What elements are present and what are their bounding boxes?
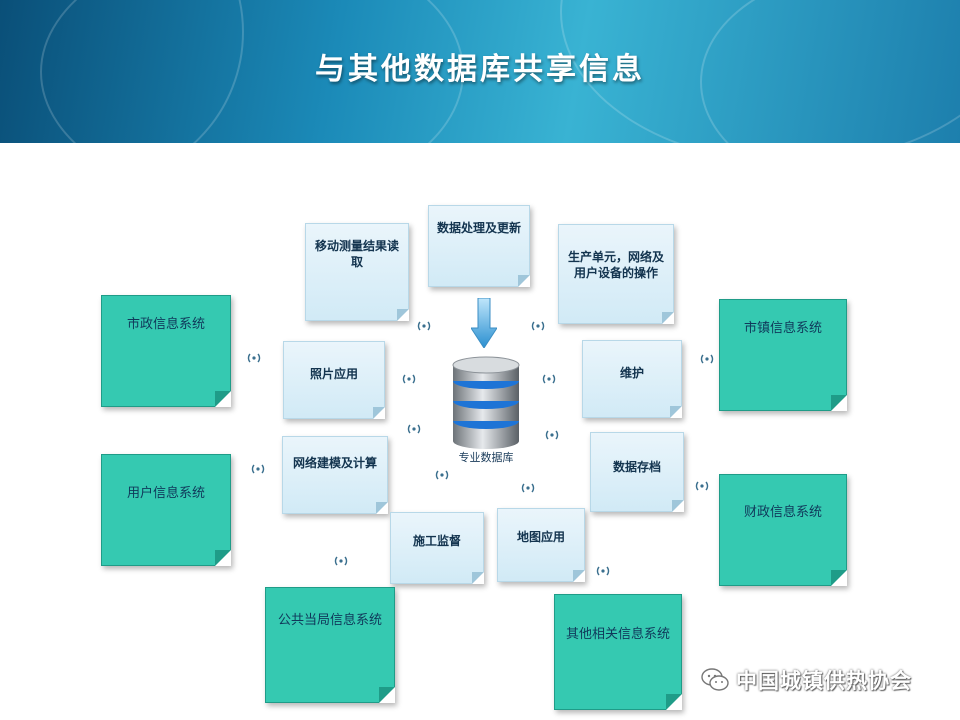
node-label: 施工监督: [412, 534, 461, 548]
node-mobile-measurement: 移动测量结果读取: [305, 223, 409, 321]
node-user-info: 用户信息系统: [101, 454, 231, 566]
node-label: 照片应用: [309, 367, 358, 381]
wireless-signal-icon: [521, 483, 535, 493]
wireless-signal-icon: [407, 424, 421, 434]
node-data-archive: 数据存档: [590, 432, 684, 512]
database-icon: [452, 356, 520, 449]
wireless-signal-icon: [531, 321, 545, 331]
node-label: 市镇信息系统: [743, 321, 822, 336]
wireless-signal-icon: [545, 430, 559, 440]
wireless-signal-icon: [334, 556, 348, 566]
node-maintenance: 维护: [582, 340, 682, 418]
wireless-signal-icon: [542, 374, 556, 384]
watermark-text: 中国城镇供热协会: [736, 669, 912, 693]
wireless-signal-icon: [695, 481, 709, 491]
wireless-signal-icon: [247, 353, 261, 363]
node-label: 网络建模及计算: [292, 456, 377, 470]
wechat-icon: [701, 668, 729, 691]
node-label: 其他相关信息系统: [565, 627, 670, 642]
node-label: 市政信息系统: [126, 317, 205, 332]
node-finance-info: 财政信息系统: [719, 474, 847, 586]
node-map: 地图应用: [497, 508, 585, 582]
wireless-signal-icon: [402, 374, 416, 384]
node-production-operation: 生产单元，网络及用户设备的操作: [558, 224, 674, 324]
node-municipal-info: 市政信息系统: [101, 295, 231, 407]
node-label: 用户信息系统: [126, 486, 205, 501]
node-data-processing: 数据处理及更新: [428, 205, 530, 287]
database-label: 专业数据库: [458, 451, 514, 464]
node-label: 移动测量结果读取: [314, 239, 399, 269]
wireless-signal-icon: [417, 321, 431, 331]
node-label: 公共当局信息系统: [277, 613, 382, 628]
node-label: 维护: [619, 366, 644, 380]
node-network-modeling: 网络建模及计算: [282, 436, 388, 514]
node-public-authority-info: 公共当局信息系统: [265, 587, 395, 703]
node-label: 数据处理及更新: [437, 221, 522, 235]
node-other-info: 其他相关信息系统: [554, 594, 682, 710]
wireless-signal-icon: [700, 354, 714, 364]
title-banner: 与其他数据库共享信息: [0, 0, 960, 143]
down-arrow-icon: [471, 298, 497, 348]
node-town-info: 市镇信息系统: [719, 299, 847, 411]
node-label: 生产单元，网络及用户设备的操作: [567, 250, 664, 280]
node-construction: 施工监督: [390, 512, 484, 584]
page-title: 与其他数据库共享信息: [315, 52, 645, 87]
node-label: 地图应用: [516, 530, 565, 544]
node-label: 财政信息系统: [743, 505, 822, 520]
wireless-signal-icon: [435, 470, 449, 480]
wireless-signal-icon: [596, 566, 610, 576]
node-label: 数据存档: [612, 460, 661, 474]
watermark: 中国城镇供热协会: [700, 664, 940, 696]
wireless-signal-icon: [251, 464, 265, 474]
node-photo: 照片应用: [283, 341, 385, 419]
